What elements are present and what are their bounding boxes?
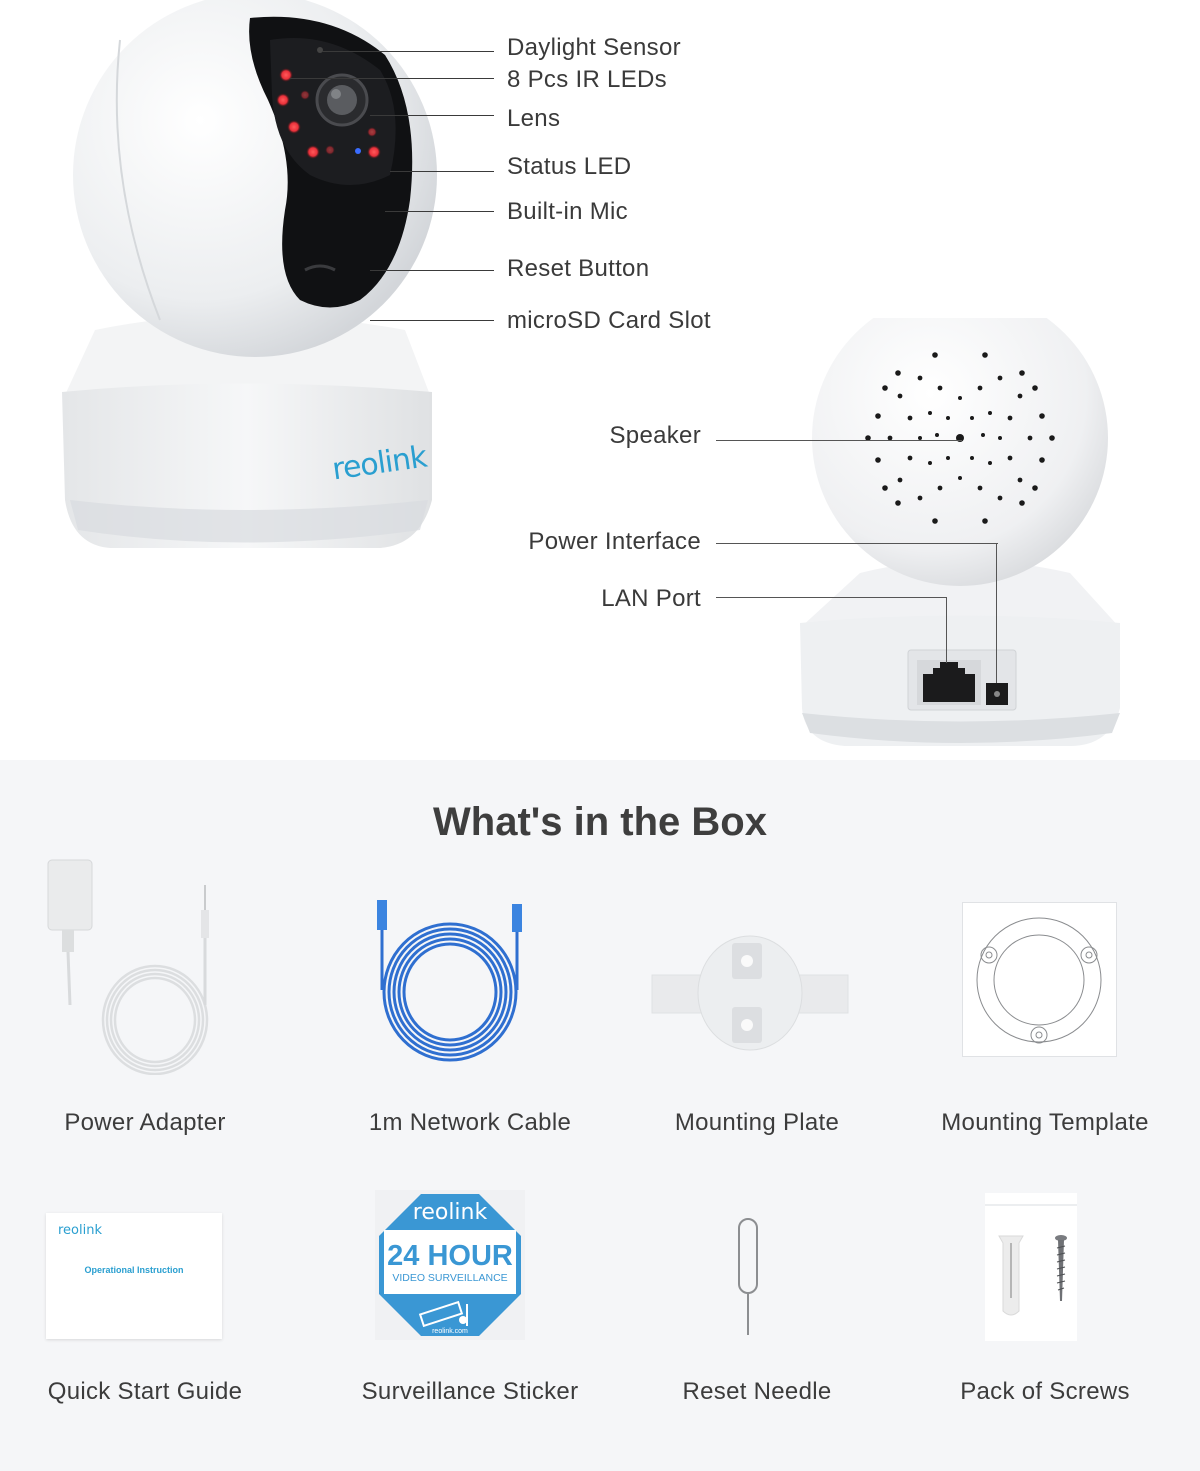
camera-glyph-icon: [418, 1300, 468, 1328]
callout-power-interface: Power Interface: [528, 528, 701, 555]
item-label-quick-start-guide: Quick Start Guide: [47, 1378, 243, 1405]
callout-line-lan: [716, 597, 947, 598]
item-label-pack-of-screws: Pack of Screws: [960, 1378, 1130, 1405]
guide-brand: reolink: [58, 1223, 103, 1238]
item-label-mounting-plate: Mounting Plate: [674, 1109, 840, 1136]
mounting-plate-icon: [651, 935, 849, 1051]
callout-lens: Lens: [507, 105, 561, 132]
sticker-footer: reolink.com: [432, 1328, 468, 1335]
quick-start-guide-icon: reolink Operational Instruction: [46, 1213, 222, 1339]
callout-microsd-slot: microSD Card Slot: [507, 307, 711, 334]
callout-reset-button: Reset Button: [507, 255, 650, 282]
reset-needle-icon: [738, 1218, 758, 1335]
item-label-surveillance-sticker: Surveillance Sticker: [361, 1378, 579, 1405]
sticker-brand: reolink: [412, 1200, 488, 1225]
item-label-power-adapter: Power Adapter: [64, 1109, 226, 1136]
callout-built-in-mic: Built-in Mic: [507, 198, 628, 225]
callout-vline-lan: [946, 597, 947, 663]
box-contents-section: [0, 760, 1200, 1471]
item-label-mounting-template: Mounting Template: [941, 1109, 1149, 1136]
callout-daylight-sensor: Daylight Sensor: [507, 34, 681, 61]
callout-line-lens: [370, 115, 494, 116]
back-camera-icon: [800, 318, 1120, 746]
callout-line-ir-leds: [290, 78, 494, 79]
screws-pack-icon: [985, 1193, 1077, 1341]
guide-title: Operational Instruction: [84, 1265, 184, 1275]
callout-line-power: [716, 543, 998, 544]
power-adapter-icon: [47, 859, 209, 1075]
sticker-headline: 24 HOUR: [387, 1240, 513, 1272]
callout-speaker: Speaker: [609, 422, 701, 449]
callout-lan-port: LAN Port: [601, 585, 701, 612]
sticker-subline: VIDEO SURVEILLANCE: [392, 1272, 508, 1284]
box-title: What's in the Box: [433, 800, 767, 844]
mounting-template-icon: [962, 902, 1117, 1057]
callout-vline-power: [996, 543, 997, 683]
callout-ir-leds: 8 Pcs IR LEDs: [507, 66, 667, 93]
callout-line-mic: [385, 211, 494, 212]
callout-status-led: Status LED: [507, 153, 632, 180]
network-cable-icon: [377, 900, 522, 1062]
callout-line-status-led: [390, 171, 494, 172]
surveillance-sticker-icon: [375, 1190, 525, 1340]
callout-line-sd-slot: [370, 320, 494, 321]
callout-line-speaker: [716, 440, 962, 441]
item-label-reset-needle: Reset Needle: [682, 1378, 832, 1405]
item-label-network-cable: 1m Network Cable: [368, 1109, 572, 1136]
callout-line-reset: [370, 270, 494, 271]
camera-anatomy-section: reolink Daylight Sensor 8 Pcs IR LEDs Le…: [62, 0, 1120, 746]
callout-line-daylight-sensor: [322, 51, 494, 52]
front-camera-icon: [62, 0, 437, 548]
